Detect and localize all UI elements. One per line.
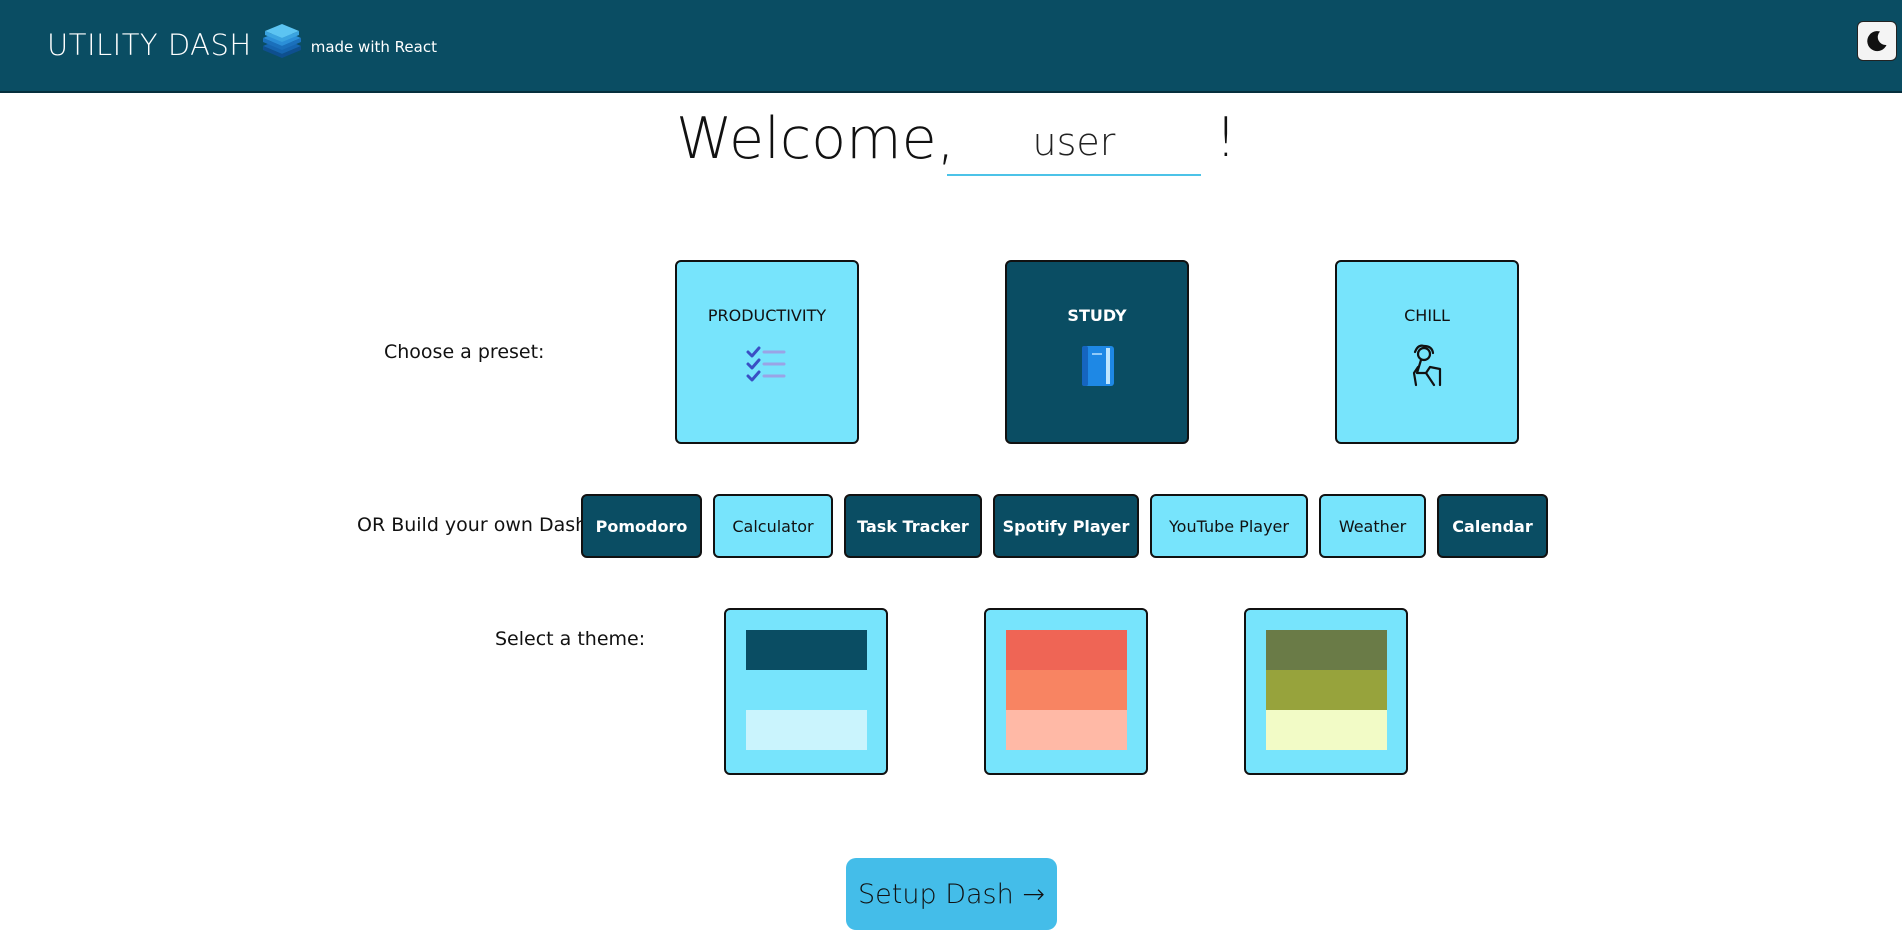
theme-olive[interactable] [1244,608,1408,775]
dark-mode-toggle[interactable] [1857,21,1897,61]
theme-row-label: Select a theme: [495,628,646,650]
book-icon [1082,346,1114,386]
widget-youtube-player-button[interactable]: YouTube Player [1150,494,1308,558]
welcome-exclamation: ! [1215,106,1237,169]
preset-row-label: Choose a preset: [384,341,545,363]
welcome-section: Welcome, ! [0,98,1902,188]
relaxing-person-icon [1412,344,1442,387]
widget-calendar-button[interactable]: Calendar [1437,494,1548,558]
theme-swatch-primary [1006,630,1127,670]
app-header: UTILITY DASH made with React [0,0,1902,93]
widget-pomodoro-button[interactable]: Pomodoro [581,494,702,558]
widgets-row-label: OR Build your own Dash: [357,514,594,536]
widget-button-group: Pomodoro Calculator Task Tracker Spotify… [581,494,1559,558]
theme-swatch-secondary [1266,670,1387,710]
preset-label: STUDY [1067,306,1127,325]
theme-swatch-secondary [1006,670,1127,710]
app-title: UTILITY DASH [47,28,252,62]
username-input[interactable] [947,110,1201,176]
widget-spotify-player-button[interactable]: Spotify Player [993,494,1139,558]
widget-weather-button[interactable]: Weather [1319,494,1426,558]
theme-coral[interactable] [984,608,1148,775]
preset-chill[interactable]: CHILL [1335,260,1519,444]
theme-swatch-secondary [746,670,867,710]
theme-swatch-primary [1266,630,1387,670]
widget-calculator-button[interactable]: Calculator [713,494,833,558]
theme-swatch-primary [746,630,867,670]
checklist-icon [746,346,786,382]
app-subtitle: made with React [310,38,437,56]
theme-ocean[interactable] [724,608,888,775]
theme-swatch-tertiary [1006,710,1127,750]
preset-label: PRODUCTIVITY [707,306,827,325]
theme-swatch-tertiary [1266,710,1387,750]
welcome-label: Welcome, [676,106,955,172]
layers-icon [262,24,301,58]
setup-dash-button[interactable]: Setup Dash → [846,858,1057,930]
widget-task-tracker-button[interactable]: Task Tracker [844,494,982,558]
preset-productivity[interactable]: PRODUCTIVITY [675,260,859,444]
theme-swatch-tertiary [746,710,867,750]
preset-label: CHILL [1404,306,1450,325]
moon-icon [1867,31,1887,52]
brand: UTILITY DASH made with React [47,0,437,90]
preset-study[interactable]: STUDY [1005,260,1189,444]
